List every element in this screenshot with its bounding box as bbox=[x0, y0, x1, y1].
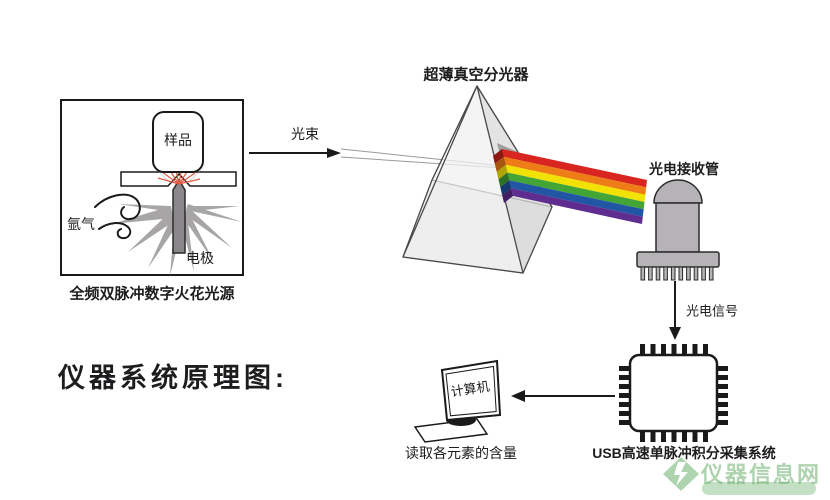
rainbow-beam-icon bbox=[493, 149, 647, 224]
sample-block bbox=[152, 111, 204, 173]
detector-caption: 光电接收管 bbox=[649, 161, 719, 177]
electrode-label: 电极 bbox=[186, 250, 214, 266]
computer-caption: 读取各元素的含量 bbox=[405, 445, 517, 461]
photodetector-icon bbox=[636, 179, 720, 281]
daq-chip-icon bbox=[619, 344, 728, 442]
page-title: 仪器系统原理图: bbox=[58, 363, 288, 393]
argon-label: 氩气 bbox=[67, 216, 95, 232]
computer-icon bbox=[413, 359, 502, 443]
prism-caption: 超薄真空分光器 bbox=[423, 66, 529, 84]
watermark-text: 仪器信息网 bbox=[701, 462, 822, 487]
argon-swirl-icon bbox=[94, 193, 141, 240]
spark-source-group bbox=[60, 99, 244, 276]
signal-label: 光电信号 bbox=[685, 303, 739, 319]
sample-label: 样品 bbox=[164, 132, 192, 148]
spark-source-caption: 全频双脉冲数字火花光源 bbox=[69, 285, 235, 303]
prism-icon bbox=[402, 85, 553, 274]
beam-label: 光束 bbox=[291, 126, 319, 142]
electrode-rod bbox=[172, 178, 186, 254]
to-computer-arrow bbox=[511, 390, 615, 402]
daq-caption: USB高速单脉冲积分采集系统 bbox=[592, 445, 776, 461]
watermark-logo-icon bbox=[663, 457, 816, 495]
spark-burst-icon bbox=[112, 204, 242, 276]
signal-arrow bbox=[669, 281, 681, 340]
